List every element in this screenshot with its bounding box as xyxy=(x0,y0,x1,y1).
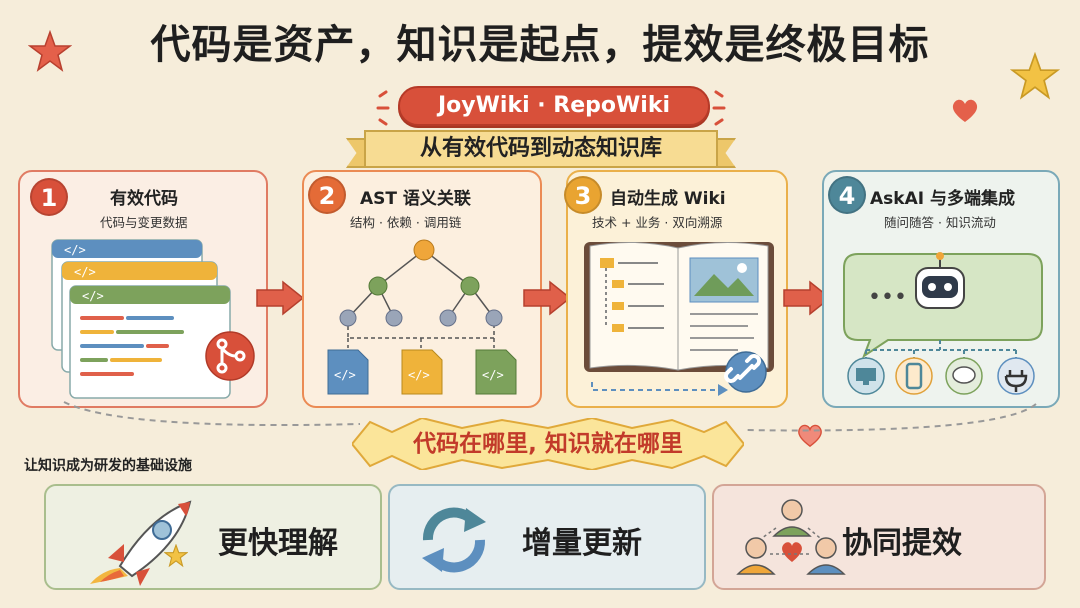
star-icon xyxy=(1010,52,1060,100)
step-number: 2 xyxy=(308,176,346,214)
flow-arrow-icon xyxy=(523,280,572,316)
step-number: 3 xyxy=(564,176,602,214)
star-icon xyxy=(164,544,188,568)
step-card-askai: 4 AskAI 与多端集成 随问随答 · 知识流动 ••• xyxy=(822,170,1060,408)
step-title: AskAI 与多端集成 xyxy=(870,189,1015,209)
code-glyph: </> xyxy=(408,368,430,382)
ai-chat-icon: ••• xyxy=(843,252,1043,395)
step-subtitle: 技术 + 业务 · 双向溯源 xyxy=(592,215,723,230)
benefit-label: 协同提效 xyxy=(842,526,962,561)
step-title: AST 语义关联 xyxy=(360,189,471,209)
code-glyph: </> xyxy=(64,243,86,257)
burst-shape xyxy=(352,418,744,470)
ast-tree-icon: </> </> </> xyxy=(327,239,517,395)
benefit-card-faster: 更快理解 xyxy=(44,484,382,590)
step-subtitle: 结构 · 依赖 · 调用链 xyxy=(350,215,462,230)
step-number: 1 xyxy=(30,178,68,216)
slogan-text: 代码在哪里, 知识就在哪里 xyxy=(413,431,683,457)
subtitle-ribbon: 从有效代码到动态知识库 xyxy=(346,130,736,170)
step-card-ast: 2 AST 语义关联 结构 · 依赖 · 调用链 </> </> </> xyxy=(302,170,542,408)
dashed-connector xyxy=(743,403,1037,432)
code-glyph: </> xyxy=(74,265,96,279)
step-subtitle: 代码与变更数据 xyxy=(100,215,188,230)
step-title: 自动生成 Wiki xyxy=(610,189,726,209)
star-icon xyxy=(28,30,72,72)
step-title: 有效代码 xyxy=(110,189,178,209)
flow-arrow-icon xyxy=(783,280,832,316)
chat-dots: ••• xyxy=(868,285,907,310)
product-badge: JoyWiki · RepoWiki xyxy=(398,86,710,126)
benefit-label: 增量更新 xyxy=(522,526,642,561)
benefit-card-collab: 协同提效 xyxy=(712,484,1046,590)
step-subtitle: 随问随答 · 知识流动 xyxy=(884,215,996,230)
benefit-card-incremental: 增量更新 xyxy=(388,484,706,590)
step-number: 4 xyxy=(828,176,866,214)
sparkle-icon xyxy=(712,90,726,126)
step-card-wiki: 3 自动生成 Wiki 技术 + 业务 · 双向溯源 xyxy=(564,170,788,408)
team-icon xyxy=(736,499,846,575)
code-glyph: </> xyxy=(334,368,356,382)
flow-arrow-icon xyxy=(256,280,305,316)
wiki-book-icon xyxy=(584,241,774,396)
code-glyph: </> xyxy=(482,368,504,382)
side-note: 让知识成为研发的基础设施 xyxy=(24,458,192,474)
page-title: 代码是资产，知识是起点，提效是终极目标 xyxy=(150,22,930,68)
rocket-icon xyxy=(90,500,192,586)
code-files-icon: </> </> </> xyxy=(51,239,255,399)
heart-icon xyxy=(952,99,978,122)
step-card-code: 1 有效代码 代码与变更数据 </> </> </> xyxy=(18,170,268,408)
dashed-connector xyxy=(63,401,361,427)
slogan-banner: 代码在哪里, 知识就在哪里 xyxy=(352,418,744,470)
refresh-icon xyxy=(422,507,486,573)
sparkle-icon xyxy=(376,90,390,126)
code-glyph: </> xyxy=(82,289,104,303)
ribbon-text: 从有效代码到动态知识库 xyxy=(364,130,718,168)
benefit-label: 更快理解 xyxy=(218,526,338,561)
